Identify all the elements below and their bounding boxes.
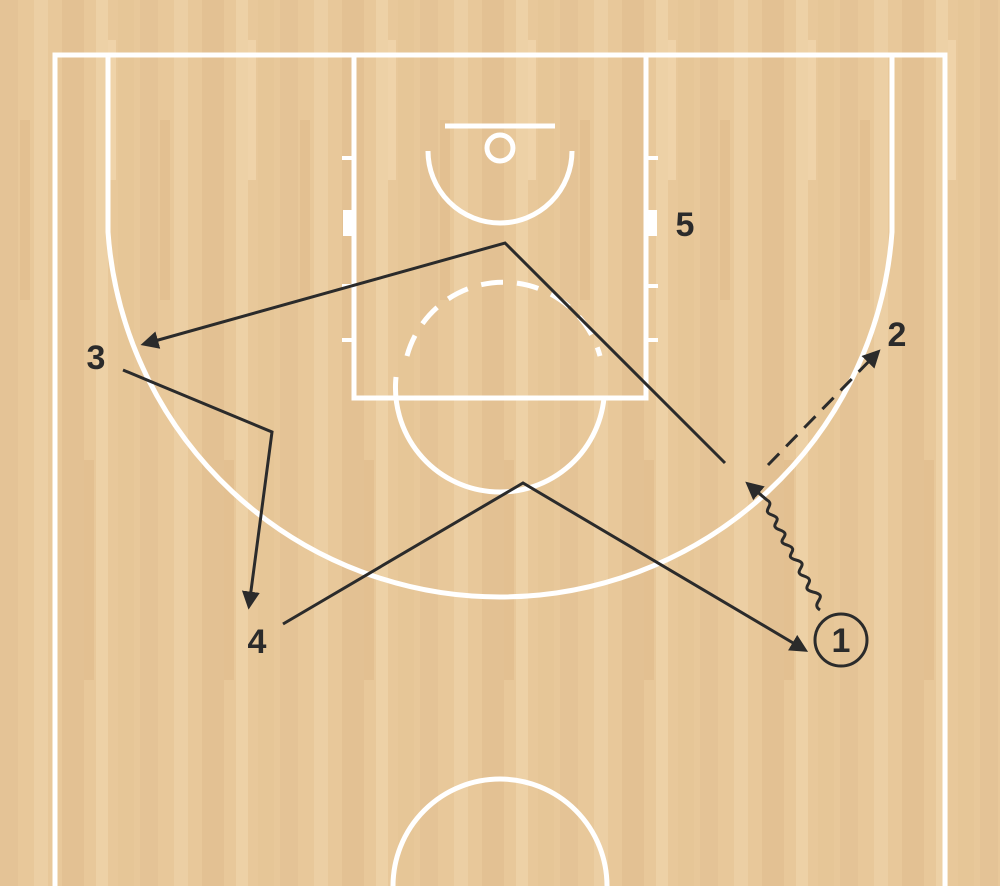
- player-3: 3: [87, 339, 106, 377]
- player-5: 5: [676, 206, 695, 244]
- cut-player-4: [282, 481, 809, 652]
- three-point-line: [105, 55, 895, 600]
- dribble-player-1: [745, 481, 822, 612]
- player-2: 2: [888, 316, 907, 354]
- lane-block-left: [343, 210, 354, 236]
- players: 1 2 3 4 5: [87, 206, 907, 668]
- center-circle: [390, 776, 610, 886]
- ball-handler-circle: [813, 612, 869, 668]
- player-1: 1: [832, 622, 851, 660]
- player-4: 4: [248, 623, 267, 661]
- movements: [122, 241, 881, 652]
- free-throw-circle-bottom: [392, 376, 607, 495]
- cut-player-3: [122, 368, 274, 610]
- cut-player-5: [140, 241, 727, 465]
- restricted-area: [425, 150, 575, 226]
- lane-block-right: [646, 210, 657, 236]
- basket-rim: [484, 132, 516, 164]
- pass-to-player-2: [766, 349, 881, 467]
